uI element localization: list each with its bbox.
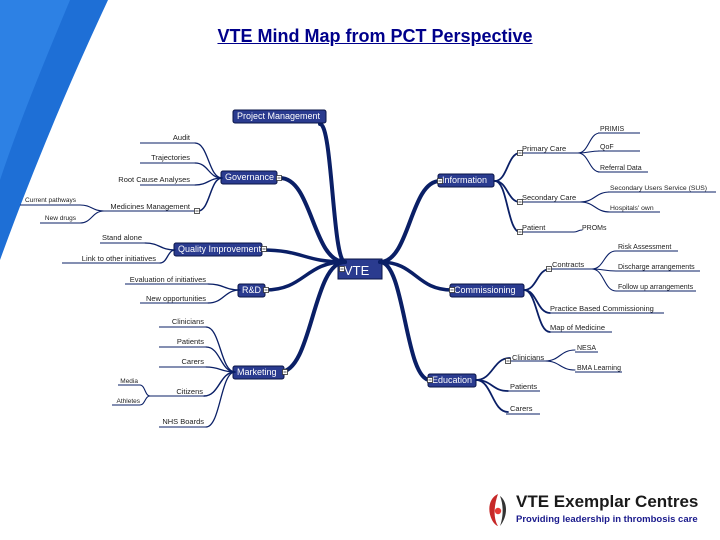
- node-risk-assessment: Risk Assessment: [618, 244, 671, 251]
- connector-line: [318, 122, 347, 264]
- branch-education: Education: [432, 375, 472, 385]
- connector-line: [194, 162, 223, 179]
- node-qof: QoF: [600, 144, 614, 151]
- connector-line: [494, 180, 521, 233]
- connector-line: [475, 379, 509, 413]
- node-m-clinicians: Clinicians: [172, 317, 204, 326]
- connector-line: [197, 177, 223, 212]
- node-m-patients: Patients: [177, 337, 204, 346]
- connector-line: [378, 260, 432, 382]
- node-e-carers: Carers: [510, 404, 533, 413]
- branch-information: Information: [442, 175, 487, 185]
- connector-line: [139, 395, 151, 406]
- connector-line: [579, 191, 611, 203]
- connector-line: [378, 260, 454, 292]
- node-medicines-management: Medicines Management: [110, 202, 191, 211]
- exemplar-logo: VTE Exemplar Centres Providing leadershi…: [484, 490, 720, 530]
- node-prims: PRIMIS: [600, 126, 624, 133]
- node-new-opportunities: New opportunities: [146, 294, 206, 303]
- logo-emblem-icon: [489, 494, 506, 526]
- branch-box-project-management: [232, 109, 327, 124]
- branch-governance: Governance: [225, 172, 274, 182]
- connector-line: [591, 250, 617, 270]
- logo-tagline: Providing leadership in thrombosis care: [516, 514, 698, 525]
- connector-line: [263, 260, 347, 292]
- connector-line: [523, 268, 551, 291]
- branch-commissioning: Commissioning: [454, 285, 516, 295]
- connector-line: [494, 180, 521, 203]
- connector-line: [378, 179, 442, 264]
- central-node-box: [337, 258, 383, 280]
- node-contracts: Contracts: [552, 260, 584, 269]
- connector-line: [159, 249, 176, 264]
- node-stand-alone: Stand alone: [102, 233, 142, 242]
- node-nhs-boards: NHS Boards: [162, 417, 204, 426]
- node-e-clinicians: Clinicians: [512, 353, 544, 362]
- connector-line: [79, 210, 105, 224]
- node-primary-care: Primary Care: [522, 144, 566, 153]
- connector-line: [579, 201, 611, 213]
- page-title: VTE Mind Map from PCT Perspective: [217, 26, 533, 46]
- connector-line: [194, 142, 223, 179]
- node-audit: Audit: [173, 133, 191, 142]
- branch-marketing: Marketing: [237, 367, 277, 377]
- node-citizens: Citizens: [176, 387, 203, 396]
- connector-line: [144, 242, 176, 251]
- connector-line: [494, 152, 521, 182]
- node-link-initiatives: Link to other initiatives: [82, 254, 156, 263]
- connector-line: [278, 176, 347, 264]
- node-current-pathways: Current pathways: [25, 197, 77, 204]
- node-media: Media: [120, 378, 138, 385]
- connector-line: [544, 349, 576, 362]
- connector-line: [79, 204, 105, 212]
- branch-quality-improvement: Quality Improvement: [178, 244, 262, 254]
- node-m-carers: Carers: [181, 357, 204, 366]
- central-node: VTE: [344, 263, 370, 278]
- connector-line: [205, 366, 236, 373]
- connector-line: [207, 283, 241, 291]
- logo-brand: VTE Exemplar Centres: [516, 492, 699, 511]
- connector-line: [203, 371, 236, 397]
- node-bma: BMA Learning: [577, 365, 621, 372]
- connector-line: [544, 360, 576, 371]
- node-pbc: Practice Based Commissioning: [550, 304, 654, 313]
- connector-line: [278, 260, 347, 374]
- connector-line: [205, 371, 236, 428]
- node-evaluation: Evaluation of initiatives: [130, 275, 207, 284]
- node-discharge: Discharge arrangements: [618, 264, 695, 271]
- connector-line: [207, 289, 241, 304]
- connector-line: [577, 132, 601, 154]
- connector-line: [139, 384, 151, 397]
- connector-line: [591, 268, 617, 292]
- connector-line: [475, 357, 511, 381]
- node-follow-up: Follow up arrangements: [618, 284, 694, 291]
- node-proms: PROMs: [582, 225, 607, 232]
- connector-line: [205, 326, 236, 373]
- node-secondary-care: Secondary Care: [522, 193, 576, 202]
- connector-line: [577, 152, 601, 173]
- branch-project-management: Project Management: [237, 111, 321, 121]
- node-map-medicine: Map of Medicine: [550, 323, 605, 332]
- node-root-cause: Root Cause Analyses: [118, 175, 190, 184]
- node-trajectories: Trajectories: [151, 153, 190, 162]
- node-referral-data: Referral Data: [600, 165, 642, 172]
- connector-line: [573, 229, 583, 233]
- node-hospital-own: Hospitals' own: [610, 205, 654, 212]
- branch-rnd: R&D: [242, 285, 262, 295]
- node-new-drugs: New drugs: [45, 215, 77, 222]
- node-e-patients: Patients: [510, 382, 537, 391]
- node-patient: Patient: [522, 223, 546, 232]
- node-athletes: Athletes: [117, 398, 141, 405]
- connector-line: [523, 289, 551, 333]
- node-nesa: NESA: [577, 345, 596, 352]
- node-sus: Secondary Users Service (SUS): [610, 185, 707, 192]
